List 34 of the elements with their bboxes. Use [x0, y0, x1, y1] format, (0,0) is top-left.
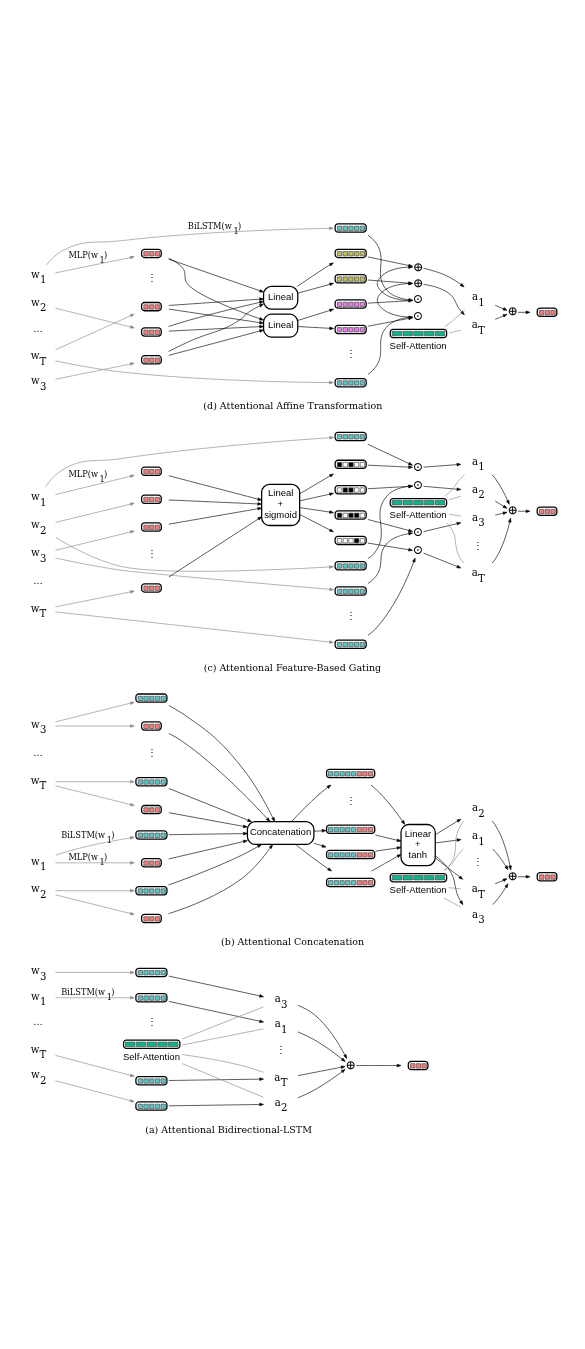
label: ⋮: [146, 746, 157, 758]
node-text: ⊕: [507, 867, 518, 883]
node-text: ⊕: [345, 1056, 356, 1072]
node-text: ⊕: [412, 258, 424, 274]
node-text: ⊙: [412, 458, 424, 474]
node-text: ⊕: [412, 274, 424, 290]
node-text: ⊕: [507, 302, 518, 318]
node-label: Self-Attention: [389, 508, 447, 520]
label: ⋮: [146, 547, 157, 559]
label: ⋮: [146, 1015, 157, 1027]
label: …: [33, 322, 43, 334]
node-text: ⊙: [412, 541, 424, 557]
node-label: Self-Attention: [122, 1050, 180, 1062]
label: (d) Attentional Affine Transformation: [203, 399, 383, 411]
node-text: ⊙: [412, 476, 424, 492]
label: (b) Attentional Concatenation: [221, 935, 365, 947]
label: ⋮: [345, 609, 356, 621]
node-text: ⊙: [412, 523, 424, 539]
node-label: Self-Attention: [389, 339, 447, 351]
node-text: ⊙: [412, 307, 424, 323]
label: (c) Attentional Feature-Based Gating: [203, 661, 382, 673]
label: …: [33, 574, 43, 586]
label: ⋮: [345, 794, 356, 806]
label: ⋮: [473, 539, 484, 551]
node-label: Self-Attention: [389, 883, 447, 895]
label: …: [33, 1015, 43, 1027]
node-text: ⊕: [507, 501, 518, 517]
label: ⋮: [146, 271, 157, 283]
label: ⋮: [473, 855, 484, 867]
node-text: ⊙: [412, 290, 424, 306]
label: ⋮: [275, 1043, 286, 1055]
label: (a) Attentional Bidirectional-LSTM: [145, 1123, 312, 1135]
label: …: [33, 746, 43, 758]
label: ⋮: [345, 347, 356, 359]
